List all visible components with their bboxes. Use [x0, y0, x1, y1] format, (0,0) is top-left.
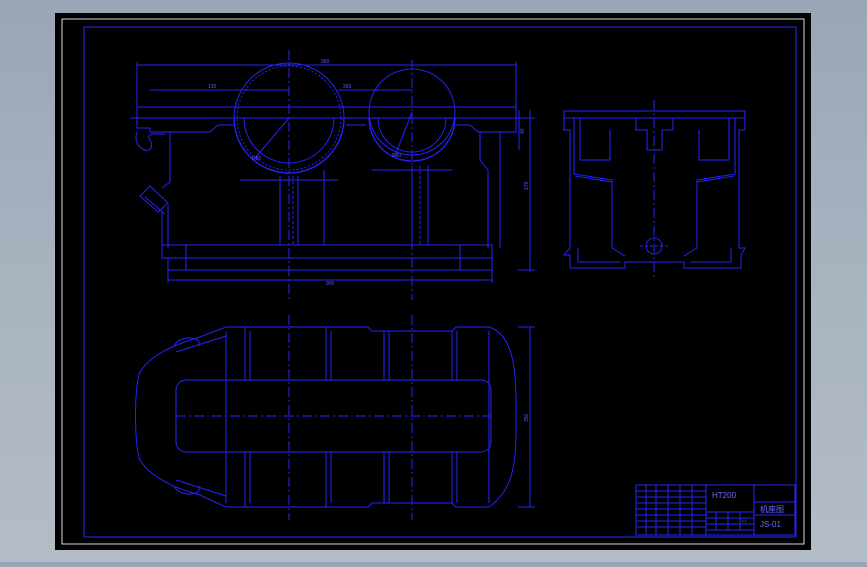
dim-plan-width: 350	[524, 413, 530, 422]
part-name: 机座图	[760, 504, 784, 514]
dim-height-small: 40	[520, 128, 526, 134]
dim-height: 175	[524, 181, 530, 190]
plan-view	[135, 315, 535, 520]
outer-border	[61, 18, 805, 545]
dim-top-width: 900	[321, 59, 330, 65]
title-block	[635, 484, 796, 536]
dim-bore-r2: R60	[392, 153, 401, 159]
scale-label: 1:1	[741, 518, 747, 523]
front-view	[130, 50, 535, 300]
dim-left-offset: 130	[208, 84, 217, 90]
side-view	[562, 100, 746, 280]
inner-border	[83, 26, 797, 538]
dim-bore-r1: R80	[252, 156, 261, 162]
drawing-sheet	[55, 13, 811, 550]
dim-bore-spacing: 260	[343, 84, 352, 90]
material-label: HT200	[712, 491, 737, 500]
dim-base-length: 900	[326, 281, 335, 287]
drawing-number: JS-01	[760, 520, 781, 529]
